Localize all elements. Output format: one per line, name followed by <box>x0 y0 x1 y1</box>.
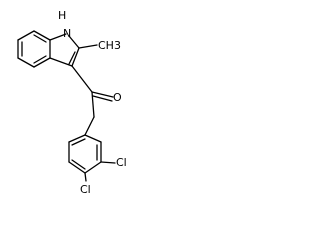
bond <box>33 30 51 41</box>
bond <box>71 138 86 146</box>
methyl-label: CH3 <box>98 39 121 52</box>
bond <box>100 161 116 164</box>
ketone-linker <box>71 65 114 136</box>
atom-labels: H N CH3 O Cl Cl <box>58 9 127 196</box>
para-chlorine-label: Cl <box>80 183 91 196</box>
meta-chlorine-label: Cl <box>116 156 127 169</box>
bond <box>17 30 35 41</box>
bond <box>84 116 95 136</box>
amine-hydrogen-label: H <box>58 9 66 22</box>
methyl-substituent <box>78 44 98 49</box>
bond <box>84 134 102 143</box>
bond <box>68 51 76 65</box>
bond <box>91 91 114 98</box>
bond <box>91 91 95 118</box>
indole-benzene-ring <box>17 30 51 68</box>
bond <box>68 134 86 143</box>
bond <box>71 65 93 93</box>
indole-nitrogen-label: N <box>63 27 71 40</box>
bond <box>84 172 87 182</box>
dichlorophenyl-ring <box>68 134 102 174</box>
bond <box>68 161 86 174</box>
bond <box>17 57 35 68</box>
bond <box>78 44 98 49</box>
bond <box>33 55 47 64</box>
bond <box>68 35 80 49</box>
bond <box>71 159 86 170</box>
bond <box>49 57 73 67</box>
bond <box>92 95 113 102</box>
bond <box>33 34 47 43</box>
bond <box>49 33 67 41</box>
chemical-structure-diagram: H N CH3 O Cl Cl <box>17 9 127 196</box>
bond <box>84 161 102 174</box>
pyrrole-ring <box>49 33 80 67</box>
bond <box>71 47 80 67</box>
carbonyl-oxygen-label: O <box>113 91 122 104</box>
chloro-substituents <box>84 161 116 182</box>
bond <box>33 57 51 68</box>
